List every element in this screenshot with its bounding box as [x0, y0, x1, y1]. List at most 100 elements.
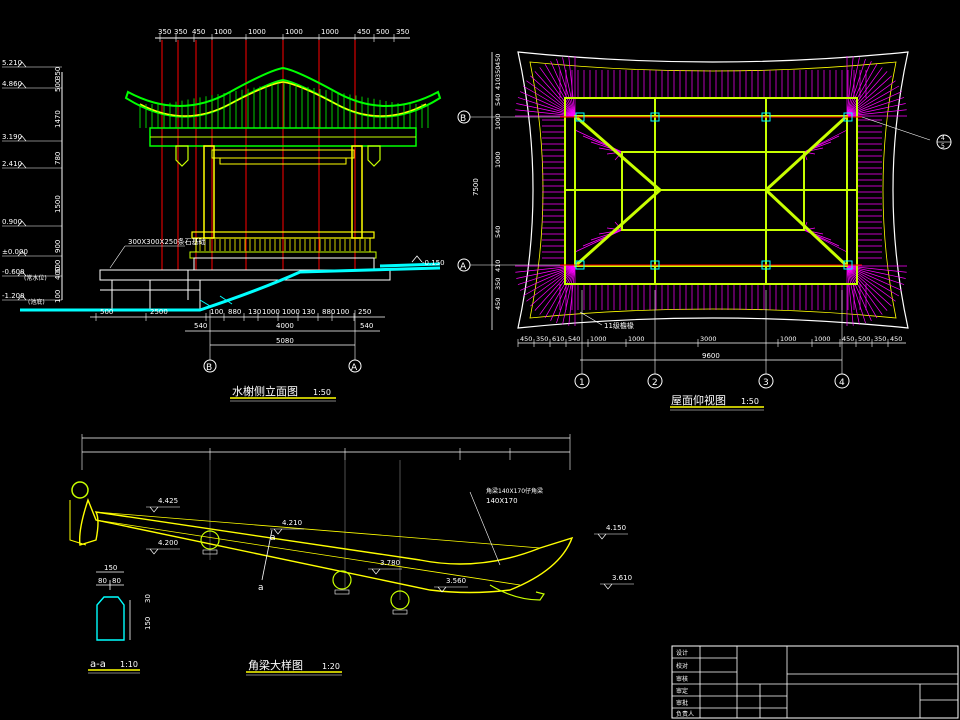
level-label: 5.210: [2, 59, 22, 67]
titleblock-label: 审批: [676, 699, 688, 707]
plan-bottom-dim: 1000: [628, 335, 645, 343]
plan-col-axis-label: 4: [839, 378, 845, 388]
elevation-vertical-dim: 350: [54, 67, 62, 80]
beam-level-label: 3.610: [612, 574, 632, 582]
elev-axis-a: A: [351, 363, 358, 373]
plan-left-dim: 410: [494, 78, 502, 90]
level-label: ±0.000: [2, 248, 28, 256]
beam-level-label: 3.560: [446, 577, 466, 585]
plan-bottom-dim: 450: [842, 335, 854, 343]
beam-title: 角梁大样图: [248, 658, 303, 672]
plan-bottom-dim: 1000: [814, 335, 831, 343]
elevation-top-dim: 500: [376, 28, 389, 36]
plan-bottom-dim: 3000: [700, 335, 717, 343]
beam-size-note: 140X170: [486, 497, 518, 505]
plan-col-axis-label: 3: [763, 378, 769, 388]
beam-level-label: 4.210: [282, 519, 302, 527]
elevation-vertical-dim: 900: [54, 240, 62, 253]
plan-left-dim: 350: [494, 278, 502, 290]
elevation-roof: [124, 66, 442, 167]
plan-axis-a: A: [460, 262, 467, 272]
elevation-top-dim: 350: [396, 28, 409, 36]
level-label: 4.860: [2, 80, 22, 88]
elevation-bottom-dim: 250: [358, 308, 371, 316]
elevation-vertical-dim: 400: [54, 267, 62, 280]
plan-left-dim: 540: [494, 226, 502, 238]
level-note: (池底): [28, 298, 45, 306]
level-label: -0.600: [2, 268, 25, 276]
section-dim-head: 30: [144, 594, 152, 603]
plan-axis-b: B: [460, 114, 466, 124]
titleblock-label: 审定: [676, 687, 688, 695]
elevation-top-dim: 350: [158, 28, 171, 36]
level-label: 3.190: [2, 133, 22, 141]
section-dim-top: 150: [104, 564, 117, 572]
plan-left-dim: 1000: [494, 113, 502, 130]
plan-left-dim: 1000: [494, 151, 502, 168]
titleblock-label: 负责人: [676, 710, 694, 718]
level-note: (常水位): [24, 274, 47, 282]
beam-level-label: 4.425: [158, 497, 178, 505]
plan-total-width: 9600: [702, 352, 720, 360]
elevation-bottom-dim: 540: [360, 322, 373, 330]
elevation-top-dim: 350: [174, 28, 187, 36]
plan-bottom-dim: 450: [890, 335, 902, 343]
elevation-vertical-dim: 100: [54, 290, 62, 303]
elevation-bottom-dim: 880: [228, 308, 241, 316]
elevation-bottom-dim: 540: [194, 322, 207, 330]
section-dim-left: 80: [98, 577, 107, 585]
plan-total-height: 7500: [472, 178, 480, 196]
elevation-bottom-dim: 1000: [262, 308, 280, 316]
elevation-vertical-dim: 780: [54, 152, 62, 165]
elevation-vertical-dim: 600: [54, 260, 62, 273]
elevation-top-dim: 1000: [248, 28, 266, 36]
titleblock-label: 设计: [676, 649, 688, 657]
elevation-bottom-dim: 1000: [282, 308, 300, 316]
section-mark-bottom: a: [258, 583, 264, 593]
section-scale: 1:10: [120, 660, 138, 669]
plan-bottom-dim: 350: [874, 335, 886, 343]
beam-callout: 角梁140X170仔角梁: [486, 487, 543, 495]
titleblock-label: 审核: [676, 675, 688, 683]
beam-scale: 1:20: [322, 662, 340, 671]
beam-level-label: 3.780: [380, 559, 400, 567]
elevation-bottom-dim: 880: [322, 308, 335, 316]
plan-title: 屋面仰视图: [671, 393, 726, 407]
section-mark-top: a: [270, 533, 276, 543]
plan-bottom-dim: 610: [552, 335, 564, 343]
plan-left-dim: 410: [494, 260, 502, 272]
elevation-bottom-dim: 4000: [276, 322, 294, 330]
plan-col-axis-label: 1: [579, 378, 585, 388]
plan-bottom-dim: 1000: [590, 335, 607, 343]
plan-left-dim: 450: [494, 54, 502, 66]
plan-side-label-2: 5: [941, 143, 945, 150]
elevation-bottom-dims-2: 540 4000 540: [194, 322, 373, 330]
section-title: a-a: [90, 659, 106, 670]
section-dim-height: 150: [144, 617, 152, 630]
elevation-bottom-dim: 130: [302, 308, 315, 316]
elevation-vertical-dim: 1470: [54, 110, 62, 128]
elevation-top-dim: 450: [357, 28, 370, 36]
elev-axis-b: B: [206, 363, 212, 373]
section-dim-right: 80: [112, 577, 121, 585]
beam-level-label: 4.200: [158, 539, 178, 547]
plan-side-label: 4: [941, 135, 945, 142]
elevation-top-dim: 1000: [285, 28, 303, 36]
plan-scale: 1:50: [741, 397, 759, 406]
right-water-level: -0.150: [422, 259, 445, 267]
elevation-top-dim: 450: [192, 28, 205, 36]
plan-bottom-dim: 450: [520, 335, 532, 343]
elevation-bottom-dim: 100: [210, 308, 223, 316]
elevation-vertical-dim: 500: [54, 79, 62, 92]
elevation-title: 水榭侧立面图: [232, 384, 298, 398]
